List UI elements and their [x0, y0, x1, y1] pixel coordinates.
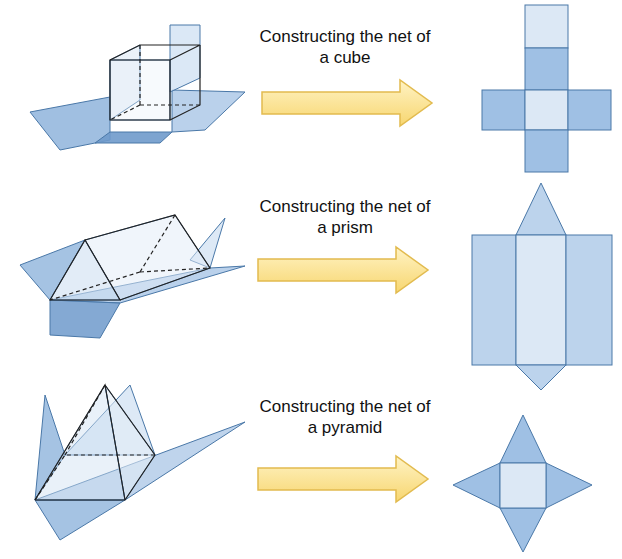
pyramid-net: [453, 415, 592, 552]
row-caption: Constructing the net of a pyramid: [254, 396, 436, 438]
prism-unfolding: [20, 215, 245, 338]
row-caption: Constructing the net of a cube: [254, 26, 436, 68]
prism-net: [472, 183, 612, 390]
cube-unfolding: [30, 25, 245, 150]
yellow-arrow: [258, 80, 432, 502]
pyramid-unfolding: [35, 385, 245, 540]
row-caption: Constructing the net of a prism: [254, 196, 436, 238]
cube-net: [482, 5, 611, 172]
